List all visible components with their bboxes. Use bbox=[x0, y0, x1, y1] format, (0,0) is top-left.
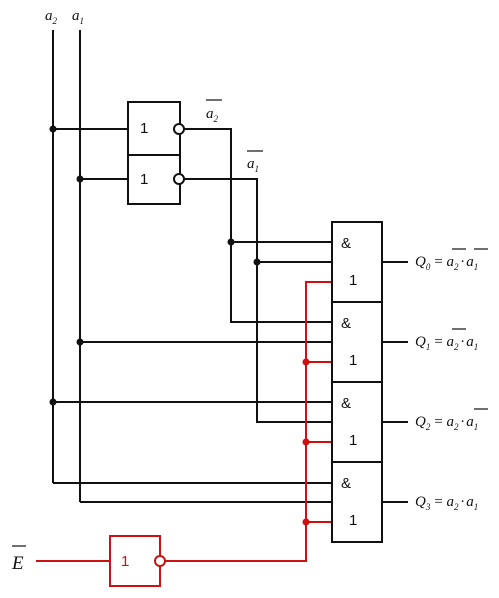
and-gate-1-count: 1 bbox=[349, 352, 357, 369]
junction-enable-g3 bbox=[302, 518, 310, 526]
equation-q1: Q1=a2·a1 bbox=[415, 334, 478, 352]
junction-a1-not bbox=[76, 175, 84, 183]
enable-not-bubble bbox=[154, 555, 166, 567]
equation-q0: Q0=a2·a1 bbox=[415, 254, 478, 272]
junction-g2-in1 bbox=[49, 398, 57, 406]
input-label-a2: a2 bbox=[45, 8, 58, 26]
junction-a2-not bbox=[49, 125, 57, 133]
enable-not-gate-symbol: 1 bbox=[121, 553, 129, 570]
and-gate-0-count: 1 bbox=[349, 272, 357, 289]
input-label-a1: a1 bbox=[72, 8, 84, 26]
junction-g1-in2 bbox=[76, 338, 84, 346]
junction-g0-in2 bbox=[253, 258, 261, 266]
wire-not-a1 bbox=[184, 178, 332, 423]
not-gate-2-bubble bbox=[173, 173, 185, 185]
enable-label: E bbox=[11, 553, 24, 574]
and-gate-1-symbol: & bbox=[341, 315, 351, 332]
not-gates-block bbox=[127, 101, 181, 205]
not-gate-1-bubble bbox=[173, 123, 185, 135]
and-gate-0 bbox=[331, 221, 383, 303]
and-gate-1 bbox=[331, 301, 383, 383]
and-gate-2 bbox=[331, 381, 383, 463]
junction-g0-in1 bbox=[227, 238, 235, 246]
not-gate-1-symbol: 1 bbox=[140, 120, 148, 137]
label-not-a2: a2 bbox=[206, 106, 219, 124]
equation-q2: Q2=a2·a1 bbox=[415, 414, 478, 432]
not-gate-2-symbol: 1 bbox=[140, 171, 148, 188]
wire-enable-bus bbox=[165, 281, 332, 562]
enable-not-gate bbox=[109, 535, 161, 587]
and-gate-3-symbol: & bbox=[341, 475, 351, 492]
and-gate-3 bbox=[331, 461, 383, 543]
label-not-a1: a1 bbox=[247, 156, 259, 174]
and-gate-2-count: 1 bbox=[349, 432, 357, 449]
wire-not-a2 bbox=[184, 128, 332, 323]
equation-q3: Q3=a2·a1 bbox=[415, 494, 478, 512]
and-gate-0-symbol: & bbox=[341, 235, 351, 252]
junction-enable-g1 bbox=[302, 358, 310, 366]
and-gate-2-symbol: & bbox=[341, 395, 351, 412]
junction-enable-g2 bbox=[302, 438, 310, 446]
and-gate-3-count: 1 bbox=[349, 512, 357, 529]
